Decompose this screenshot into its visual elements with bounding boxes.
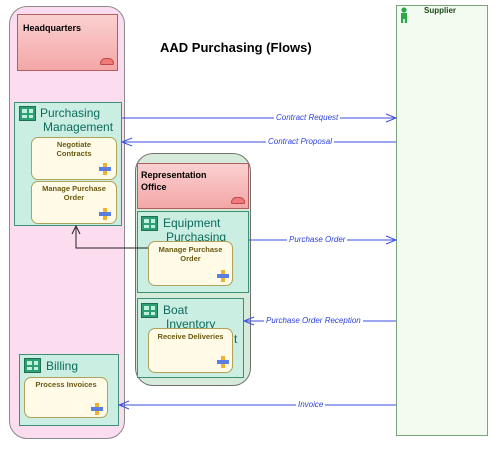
process-invoices-label: Process Invoices xyxy=(35,380,97,389)
internal-flow-line xyxy=(75,228,148,249)
arrowhead-icon xyxy=(242,316,255,326)
component-icon xyxy=(24,358,41,373)
location-icon xyxy=(100,58,114,65)
manage-purchase-order-label: Manage Purchase Order xyxy=(158,245,223,263)
process-icon xyxy=(217,270,229,282)
process-icon xyxy=(99,208,111,220)
component-icon xyxy=(141,303,158,318)
equipment-purchasing-title: Equipment xyxy=(163,216,221,230)
arrowhead-icon xyxy=(120,137,133,147)
headquarters-label: Headquarters xyxy=(23,23,82,33)
location-icon xyxy=(231,197,245,204)
billing-title: Billing xyxy=(46,359,79,373)
process-icon xyxy=(99,163,111,175)
component-icon xyxy=(19,106,36,121)
manage-purchase-order-activity[interactable] xyxy=(31,181,117,224)
manage-purchase-order-label: Manage Purchase Order xyxy=(42,184,106,202)
process-icon xyxy=(217,356,229,368)
flow-label-invoice: Invoice xyxy=(296,400,326,409)
supplier-label: Supplier xyxy=(424,6,457,15)
boat-inventory-title-overflow: t xyxy=(234,332,238,346)
diagram-title: AAD Purchasing (Flows) xyxy=(160,40,312,55)
arrowhead-icon xyxy=(71,224,81,235)
representation-office-header[interactable] xyxy=(137,163,249,209)
arrowhead-icon xyxy=(117,400,130,410)
process-invoices-activity[interactable] xyxy=(24,377,108,418)
flow-label-contract-request: Contract Request xyxy=(274,113,341,122)
manage-purchase-order-activity[interactable] xyxy=(148,241,233,286)
receive-deliveries-activity[interactable] xyxy=(148,328,233,373)
component-icon xyxy=(141,216,158,231)
negotiate-contracts-label: Negotiate Contracts xyxy=(56,140,92,158)
purchasing-management-title: Purchasing xyxy=(40,106,101,120)
boat-inventory-title-line2: Inventory xyxy=(166,317,216,331)
negotiate-contracts-activity[interactable] xyxy=(31,137,117,180)
receive-deliveries-label: Receive Deliveries xyxy=(157,332,224,341)
arrowhead-icon xyxy=(385,235,398,245)
arrowhead-icon xyxy=(385,113,398,123)
equipment-purchasing-title-line2: Purchasing xyxy=(166,230,227,244)
flow-label-purchase-order: Purchase Order xyxy=(287,235,348,244)
process-icon xyxy=(91,403,103,415)
person-icon xyxy=(401,7,407,23)
representation-office-label: Representation Office xyxy=(141,170,207,192)
flow-label-contract-proposal: Contract Proposal xyxy=(266,137,335,146)
flow-label-purchase-order-reception: Purchase Order Reception xyxy=(264,316,363,325)
supplier-lane[interactable] xyxy=(396,5,488,436)
boat-inventory-title: Boat xyxy=(163,303,188,317)
purchasing-management-title-line2: Management xyxy=(43,120,114,134)
